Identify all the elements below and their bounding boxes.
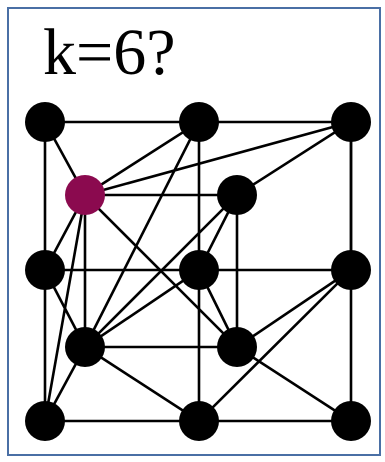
slide-title: k=6?	[43, 16, 176, 89]
highlighted-node-P	[65, 175, 105, 215]
edges-group	[43, 120, 353, 423]
node-Q	[217, 175, 257, 215]
node-TM	[179, 102, 219, 142]
edge-TM-R	[83, 121, 201, 348]
node-TL	[25, 102, 65, 142]
node-ML	[25, 250, 65, 290]
node-TR	[331, 102, 371, 142]
node-BR	[331, 401, 371, 441]
node-BM	[179, 401, 219, 441]
node-S	[217, 327, 257, 367]
edge-Q-R	[84, 194, 238, 348]
edge-R-MC	[84, 268, 200, 349]
edge-R-BM	[84, 345, 200, 423]
slide-frame	[7, 7, 381, 456]
edge-BM-MR	[198, 269, 352, 422]
node-BL	[25, 401, 65, 441]
edge-TR-Q	[236, 120, 352, 197]
node-MC	[179, 250, 219, 290]
edge-S-MR	[236, 268, 352, 349]
nodes-group	[25, 102, 371, 441]
node-MR	[331, 250, 371, 290]
edge-P-TR	[84, 120, 352, 197]
edge-P-TM	[84, 120, 200, 197]
node-R	[65, 327, 105, 367]
edge-S-BR	[236, 345, 352, 423]
